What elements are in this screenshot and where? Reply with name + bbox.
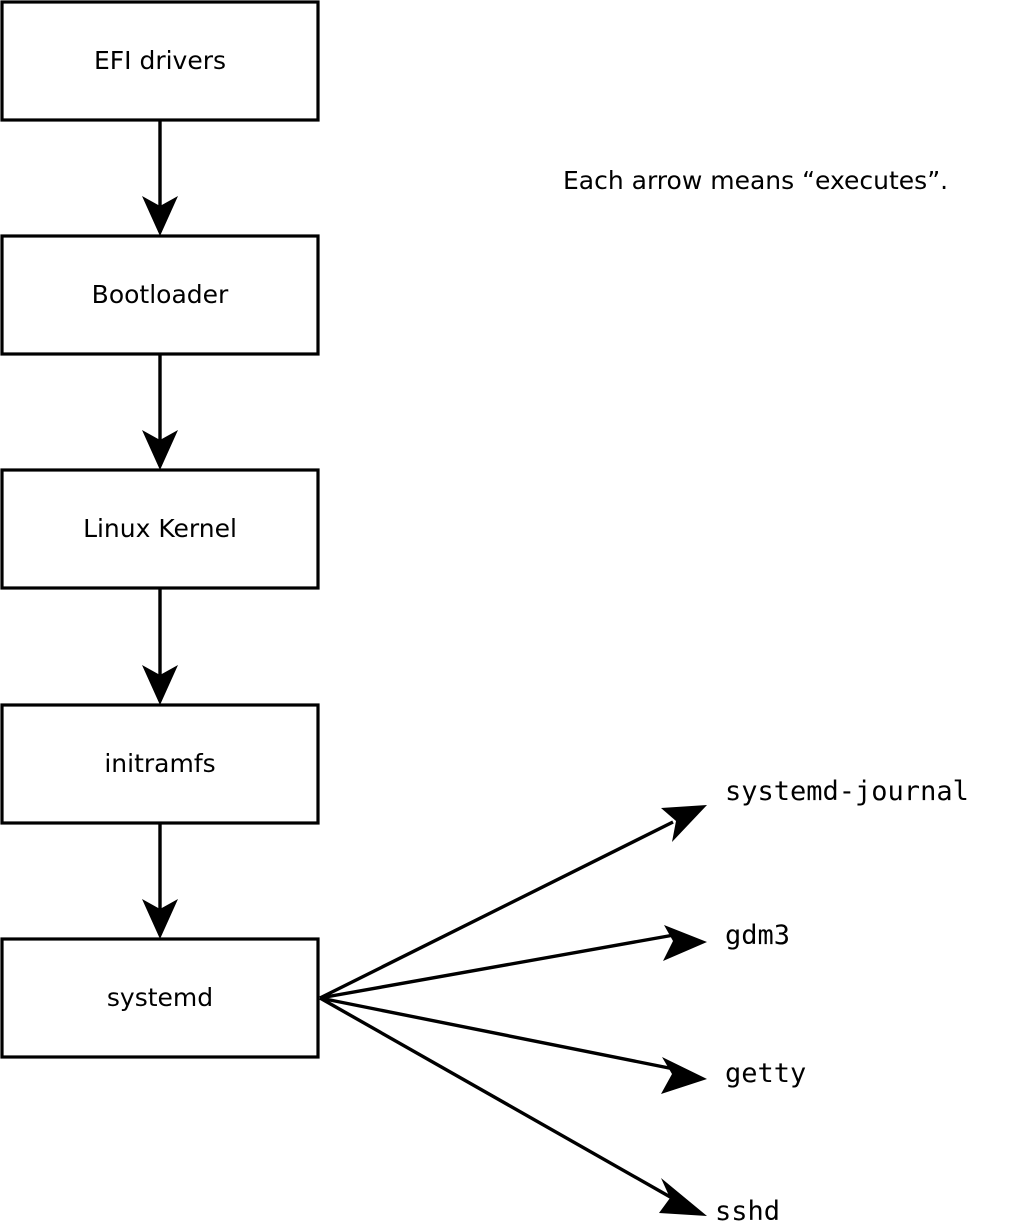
node-linux-kernel[interactable]: Linux Kernel <box>0 468 320 590</box>
chain-arrow-efi-to-bootloader <box>142 120 178 236</box>
node-label: initramfs <box>104 749 215 778</box>
fanout-arrow-gdm3 <box>319 925 707 1000</box>
node-box[interactable] <box>0 0 320 122</box>
leaf-label-gdm3: gdm3 <box>725 920 790 951</box>
node-efi-drivers[interactable]: EFI drivers <box>0 0 320 122</box>
fanout-arrow-line <box>319 933 675 1000</box>
chain-arrow-kernel-to-initramfs <box>142 589 178 705</box>
arrow-head-icon <box>661 1057 707 1094</box>
arrow-head-icon <box>142 665 178 705</box>
node-box[interactable] <box>0 703 320 825</box>
arrow-head-icon <box>661 805 707 842</box>
fanout-arrow-sshd <box>319 996 707 1216</box>
node-box[interactable] <box>0 234 320 356</box>
leaf-label-getty: getty <box>725 1058 806 1089</box>
arrow-head-icon <box>663 925 707 961</box>
fanout-arrow-line <box>319 996 673 1200</box>
node-label: EFI drivers <box>94 46 226 75</box>
chain-arrow-initramfs-to-systemd <box>142 823 178 939</box>
fanout-arrow-systemd-journal <box>319 805 707 1000</box>
leaf-label-sshd: sshd <box>715 1196 780 1227</box>
chain-arrow-bootloader-to-kernel <box>142 354 178 470</box>
fanout-arrow-line <box>319 996 675 1071</box>
node-box[interactable] <box>0 937 320 1059</box>
node-label: Bootloader <box>92 280 229 309</box>
node-label: systemd <box>107 983 213 1012</box>
arrow-head-icon <box>142 430 178 470</box>
node-systemd[interactable]: systemd <box>0 937 320 1059</box>
node-bootloader[interactable]: Bootloader <box>0 234 320 356</box>
node-box[interactable] <box>0 468 320 590</box>
fanout-arrow-line <box>319 820 674 1000</box>
arrow-head-icon <box>142 899 178 939</box>
node-initramfs[interactable]: initramfs <box>0 703 320 825</box>
leaf-label-systemd-journal: systemd-journal <box>725 776 969 807</box>
node-label: Linux Kernel <box>83 514 237 543</box>
fanout-arrow-getty <box>319 996 707 1094</box>
arrow-head-icon <box>659 1178 707 1216</box>
arrow-head-icon <box>142 196 178 236</box>
legend-note: Each arrow means “executes”. <box>563 166 948 195</box>
